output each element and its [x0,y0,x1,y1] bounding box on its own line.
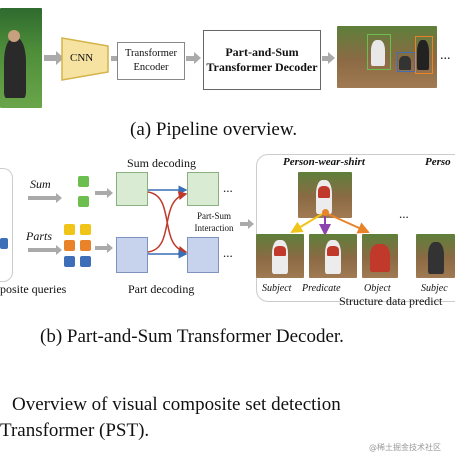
dots-bottom: ... [223,245,233,260]
arrowhead-decoder-output [328,52,335,64]
arrow-sum-box [95,191,109,195]
dots-top: ... [223,180,233,195]
triplet-main-image [298,172,352,218]
arrow-cnn-encoder [111,56,117,61]
transformer-encoder-label: Transformer Encoder [124,48,178,73]
arrowhead-part-box [107,243,113,253]
role-predicate: Predicate [302,283,341,294]
mid-dots: ... [399,206,409,221]
arrow-decoder-output [322,56,330,61]
input-image [0,8,42,108]
part-box-right [187,237,219,273]
sum-box-right [187,172,219,206]
triplet-arrows [290,213,370,236]
query-blue-edge [0,238,8,249]
arrow-sum [28,196,58,200]
triplet-title-cut: Perso [425,156,451,168]
output-ellipsis: ... [440,48,451,63]
pst-decoder-label: Part-and-Sum Transformer Decoder [206,45,318,74]
part-query-3 [64,240,75,251]
caption-b: (b) Part-and-Sum Transformer Decoder. [40,326,344,347]
watermark: @稀土掘金技术社区 [369,443,441,452]
sum-box-left [116,172,148,206]
figure-caption-line1: Overview of visual composite set detecti… [12,394,341,415]
center-dot [322,209,329,216]
subject-image-2 [416,234,455,278]
cnn-label: CNN [70,52,94,64]
subject-image [256,234,304,278]
part-query-6 [80,256,91,267]
arrow-to-output [240,222,250,226]
interaction-arrows [147,185,188,259]
sum-query-2 [78,196,89,207]
part-box-left [116,237,148,273]
arrowhead-to-output [248,219,254,229]
structure-panel [256,154,455,302]
queries-panel [0,168,13,282]
arrowhead-input-cnn [56,51,64,65]
object-image [362,234,398,278]
sum-query-1 [78,176,89,187]
predicate-image [309,234,357,278]
output-image [337,26,437,88]
arrow-parts [28,248,58,252]
arrowhead-sum [56,193,62,203]
triplet-title: Person-wear-shirt [283,156,365,168]
part-query-1 [64,224,75,235]
part-query-2 [80,224,91,235]
part-query-5 [64,256,75,267]
queries-label: posite queries [0,282,67,296]
role-subject: Subject [262,283,292,294]
interaction-label: Part-Sum Interaction [194,211,234,233]
arrowhead-parts [56,245,62,255]
sum-decoding-label: Sum decoding [127,156,196,170]
cnn-block [61,37,109,81]
parts-label: Parts [26,229,53,243]
arrowhead-encoder-decoder [194,52,201,64]
structure-label: Structure data predict [339,294,443,308]
transformer-encoder-box: Transformer Encoder [117,42,185,80]
arrowhead-sum-box [107,188,113,198]
caption-a: (a) Pipeline overview. [130,119,298,140]
arrow-part-box [95,246,109,250]
pst-decoder-box: Part-and-Sum Transformer Decoder [203,30,321,90]
role-subject-2: Subjec [421,283,448,294]
part-decoding-label: Part decoding [128,282,195,296]
arrow-encoder-decoder [186,56,196,61]
figure-caption-line2: Transformer (PST). [0,420,150,441]
arrow-input-cnn [44,55,58,61]
part-query-4 [80,240,91,251]
role-object: Object [364,283,391,294]
sum-label: Sum [30,177,51,191]
